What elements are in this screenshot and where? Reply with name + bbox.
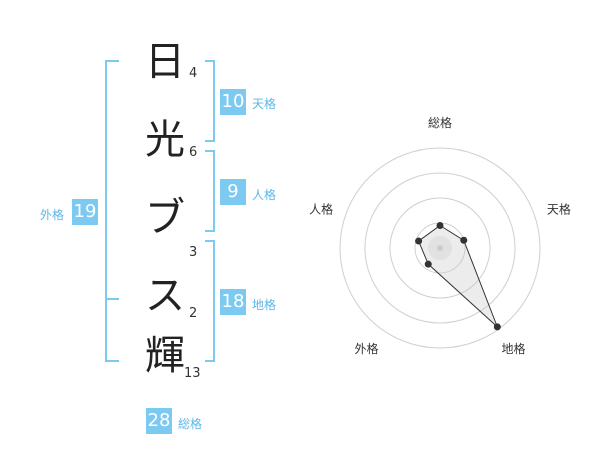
gaikaku-value: 19	[72, 199, 98, 225]
stroke-count-3: 3	[189, 245, 198, 260]
radar-ring	[364, 172, 516, 324]
soukaku-label: 総格	[178, 417, 203, 431]
radar-center-dot	[437, 245, 443, 251]
name-char-5: 輝	[145, 333, 185, 379]
tenkaku-bracket	[205, 60, 215, 142]
radar-axis-label-2: 天格	[547, 201, 571, 216]
tenkaku-label: 天格	[252, 97, 277, 111]
tenkaku-value: 10	[220, 89, 246, 115]
jinkaku-value: 9	[220, 179, 246, 205]
stroke-count-4: 2	[189, 306, 198, 321]
stroke-count-2: 6	[189, 145, 198, 160]
gaikaku-bracket	[105, 60, 119, 362]
radar-axis-label-5: 人格	[309, 201, 333, 216]
name-char-1: 日	[145, 39, 185, 85]
chikaku-value: 18	[220, 289, 246, 315]
radar-axis-label-3: 地格	[501, 341, 525, 356]
chikaku-bracket	[205, 240, 215, 362]
radar-polygon	[417, 224, 498, 328]
name-char-2: 光	[145, 117, 185, 163]
stroke-count-5: 13	[184, 366, 201, 381]
radar-point-1	[436, 222, 444, 229]
name-char-3: ブ	[145, 195, 185, 241]
jinkaku-label: 人格	[252, 188, 277, 202]
radar-point-3	[493, 323, 501, 331]
stroke-count-1: 4	[189, 66, 198, 81]
jinkaku-bracket	[205, 150, 215, 232]
radar-axis-label-1: 総格	[428, 115, 452, 130]
name-char-4: ス	[145, 273, 185, 319]
radar-ring	[389, 197, 491, 299]
gaikaku-label: 外格	[40, 208, 65, 222]
gaikaku-bracket-tick	[105, 298, 119, 300]
chikaku-label: 地格	[252, 298, 277, 312]
radar-point-4	[424, 260, 432, 268]
radar-ring	[339, 147, 541, 349]
radar-axis-label-4: 外格	[355, 341, 379, 356]
radar-point-2	[460, 236, 468, 244]
soukaku-value: 28	[146, 408, 172, 434]
radar-point-5	[415, 237, 423, 245]
